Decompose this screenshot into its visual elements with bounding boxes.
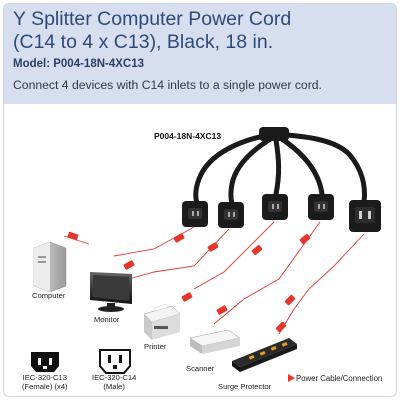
label-c14-line-2: (Male) (103, 382, 125, 391)
label-c14-line-1: IEC-320-C14 (92, 373, 137, 382)
monitor-icon (90, 272, 132, 312)
legend-label: Power Cable/Connection (296, 374, 383, 383)
product-card: Y Splitter Computer Power Cord (C14 to 4… (3, 3, 397, 397)
label-computer: Computer (32, 291, 66, 300)
label-c14: IEC-320-C14 (Male) (92, 373, 136, 391)
connection-diagram (31, 127, 381, 382)
label-c13-line-2: (Female) (x4) (22, 382, 68, 391)
label-printer: Printer (144, 342, 167, 351)
product-title: Y Splitter Computer Power Cord (C14 to 4… (13, 8, 391, 54)
label-scanner: Scanner (186, 364, 215, 373)
model-number: Model: P004-18N-4XC13 (13, 58, 145, 70)
header-band (4, 4, 396, 104)
label-surge-protector: Surge Protector (218, 382, 272, 391)
c13-connector-2 (218, 202, 244, 228)
splitter-hub (259, 127, 289, 141)
product-callout: P004-18N-4XC13 (154, 131, 222, 141)
legend-arrow-icon (288, 374, 295, 382)
c13-face-icon (31, 352, 59, 372)
label-c13: IEC-320-C13 (Female) (x4) (22, 373, 68, 391)
c14-connector (349, 200, 381, 232)
c13-connector-1 (182, 201, 208, 227)
splitter-cord (193, 131, 367, 207)
label-monitor: Monitor (94, 315, 120, 324)
scanner-icon (189, 329, 241, 354)
computer-icon (33, 241, 67, 293)
product-description: Connect 4 devices with C14 inlets to a s… (13, 78, 322, 92)
label-c13-line-1: IEC-320-C13 (22, 373, 67, 382)
c14-face-icon (99, 349, 131, 374)
printer-icon (143, 303, 181, 340)
title-line-1: Y Splitter Computer Power Cord (13, 8, 292, 30)
c13-connector-3 (262, 194, 288, 220)
c13-connector-4 (308, 194, 334, 220)
red-plug-markers (67, 231, 311, 333)
title-line-2: (C14 to 4 x C13), Black, 18 in. (13, 31, 274, 53)
surge-protector-icon (232, 338, 297, 372)
